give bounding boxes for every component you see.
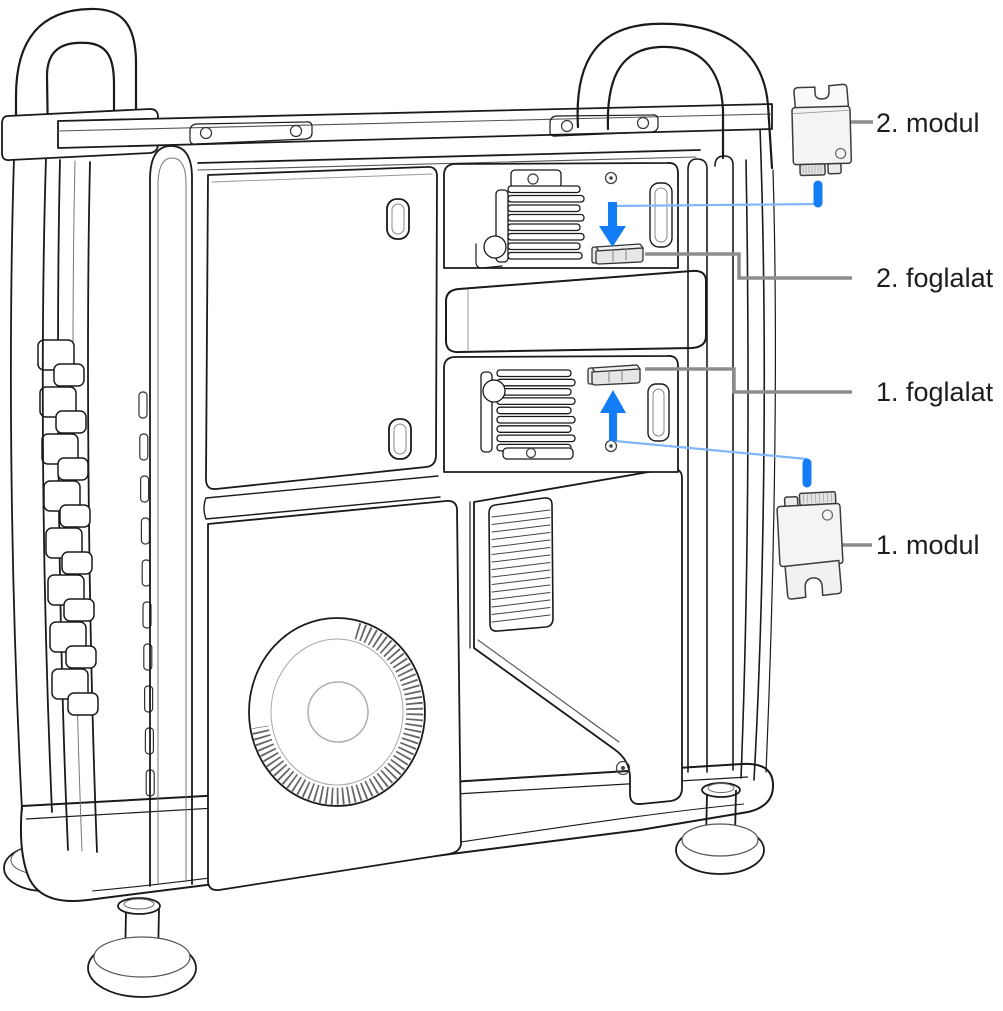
label-module-1: 1. modul: [876, 530, 980, 560]
label-slot-2: 2. foglalat: [876, 263, 994, 293]
ssd-module-1: [776, 490, 844, 600]
upper-left-panel: [205, 166, 438, 490]
heatsink-lower: [480, 369, 576, 460]
inner-left-tube: [149, 145, 193, 887]
top-rail: [57, 103, 773, 149]
module1-guide-line: [614, 439, 808, 461]
ssd-slot-1: [587, 364, 641, 386]
board-screw: [604, 171, 618, 185]
ssd-module-2: [791, 83, 853, 177]
label-module-2: 2. modul: [876, 108, 980, 138]
rail-screw: [289, 124, 303, 138]
arrow-up-icon: [600, 390, 626, 441]
fan-hub: [307, 681, 369, 743]
label-slot-1: 1. foglalat: [876, 377, 994, 407]
heatsink-upper: [475, 169, 585, 269]
ssd-slot-2: [591, 243, 644, 265]
ram-cover-bar: [445, 269, 707, 354]
grip-cutout: [388, 418, 412, 460]
installation-guides: [599, 180, 823, 488]
right-handle: [576, 22, 774, 170]
grip-cutout: [386, 198, 410, 240]
panel-screw: [615, 760, 631, 776]
left-side: [10, 145, 193, 887]
module-screw: [835, 147, 847, 160]
vent-slot-column: [138, 391, 155, 797]
slot-cover-cutout: [649, 182, 673, 248]
rail-screw: [199, 126, 213, 140]
vent-grille: [488, 497, 554, 632]
upper-right-section: [443, 162, 679, 269]
pcie-bracket-stack: [37, 339, 99, 716]
leader-slot-1: [645, 367, 852, 394]
front-left-foot: [87, 897, 197, 998]
front-right-foot: [675, 782, 765, 875]
slot-cover-cutout: [647, 383, 670, 442]
lower-right-section: [443, 355, 679, 473]
top-structure: [1, 7, 774, 170]
rail-screw: [560, 119, 574, 133]
rail-screw: [636, 116, 650, 130]
leader-slot-2: [645, 252, 852, 280]
psu-panel: [469, 467, 683, 805]
arrow-down-icon: [599, 202, 626, 247]
fan: [248, 617, 426, 807]
module2-guide-line: [613, 202, 818, 208]
module-screw: [821, 509, 834, 521]
